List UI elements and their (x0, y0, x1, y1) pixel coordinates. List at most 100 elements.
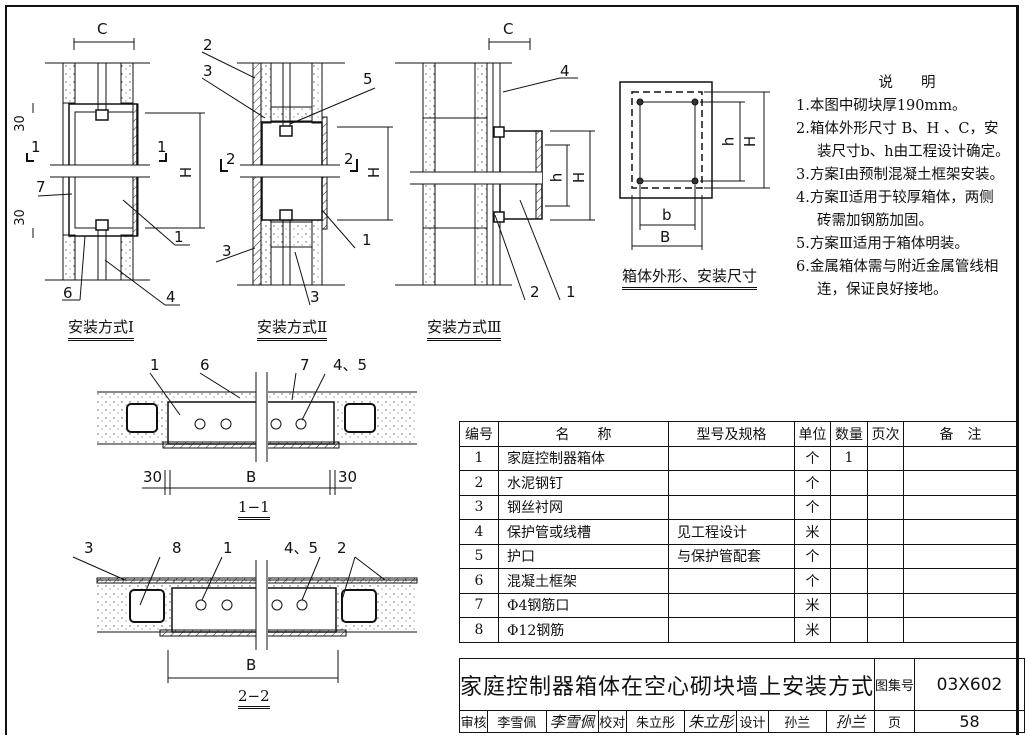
cell-spec (668, 568, 795, 594)
header-spec: 型号及规格 (668, 421, 795, 447)
note-4-cont: 砖需加钢筋加固。 (817, 213, 933, 229)
method1-callout-7: 7 (36, 178, 46, 196)
method2-callout-2: 2 (203, 36, 213, 54)
note-4: 4.方案Ⅱ适用于较厚箱体，两侧 (796, 190, 994, 206)
cell-remark (903, 543, 1018, 569)
header-no: 编号 (459, 421, 499, 447)
cell-qty (830, 470, 868, 496)
method3-view (395, 38, 595, 301)
header-remark: 备 注 (903, 421, 1018, 447)
cell-name: 钢丝衬网 (498, 494, 669, 520)
section2-caption: 2−2 (238, 687, 270, 709)
note-6: 6.金属箱体需与附近金属管线相 (796, 259, 999, 275)
reviewer-name: 李雪佩 (487, 710, 547, 733)
cell-unit: 个 (794, 445, 831, 471)
cell-name: Φ12钢筋 (498, 617, 669, 643)
cell-remark (903, 519, 1018, 545)
checker-signature: 朱立彤 (684, 710, 738, 733)
method3-callout-1: 1 (566, 283, 576, 301)
cell-page (867, 568, 904, 594)
cell-spec (668, 592, 795, 618)
cell-spec (668, 445, 795, 471)
cell-spec (668, 494, 795, 520)
title-block: 家庭控制器箱体在空心砌块墙上安装方式 图集号 03X602 审核 李雪佩 李雪佩… (458, 658, 1025, 733)
cell-qty (830, 617, 868, 643)
method1-callout-1: 1 (174, 228, 184, 246)
section2-callout-1: 1 (223, 539, 233, 557)
method2-callout-3-bottom: 3 (310, 288, 320, 306)
cell-no: 7 (459, 592, 499, 618)
cell-no: 3 (459, 494, 499, 520)
header-page: 页次 (867, 421, 904, 447)
section1-callout-6: 6 (200, 356, 210, 374)
note-2: 2.箱体外形尺寸 B、H 、C，安 (796, 121, 999, 137)
box-outline-view (619, 81, 770, 250)
note-1: 1.本图中砌块厚190mm。 (796, 98, 967, 114)
method1-caption: 安装方式Ⅰ (68, 316, 134, 341)
cell-unit: 个 (794, 470, 831, 496)
method3-dim-c: C (503, 20, 514, 38)
method1-dim-bottom-gap: 30 (12, 209, 28, 226)
section1-callout-7: 7 (300, 356, 310, 374)
design-label: 设计 (736, 710, 769, 733)
note-6-cont: 连，保证良好接地。 (817, 282, 948, 298)
method2-section-mark-left: 2 (226, 150, 236, 168)
box-outline-caption: 箱体外形、安装尺寸 (622, 265, 758, 290)
cell-page (867, 543, 904, 569)
cell-unit: 个 (794, 494, 831, 520)
section2-callout-4-5: 4、5 (284, 539, 319, 557)
cell-page (867, 519, 904, 545)
cell-remark (903, 494, 1018, 520)
cell-no: 2 (459, 470, 499, 496)
cell-spec: 见工程设计 (668, 519, 795, 545)
method1-callout-4: 4 (166, 288, 176, 306)
cell-page (867, 470, 904, 496)
cell-unit: 米 (794, 617, 831, 643)
cell-no: 6 (459, 568, 499, 594)
method1-view (26, 38, 205, 306)
method1-section-mark-left: 1 (31, 138, 41, 156)
drawing-frame (5, 5, 1019, 735)
cell-remark (903, 470, 1018, 496)
method1-callout-6: 6 (63, 284, 73, 302)
cell-remark (903, 617, 1018, 643)
cell-page (867, 592, 904, 618)
cell-name: 水泥钢钉 (498, 470, 669, 496)
box-dim-b-inner: b (662, 206, 672, 224)
cell-no: 4 (459, 519, 499, 545)
atlas-number: 03X602 (914, 658, 1025, 711)
page-number: 58 (914, 710, 1025, 733)
section1-dim-left-gap: 30 (143, 468, 163, 486)
box-dim-b-total: B (660, 228, 671, 246)
cell-spec (668, 470, 795, 496)
box-dim-h-inner: h (719, 136, 738, 147)
check-label: 校对 (597, 710, 627, 733)
cell-no: 8 (459, 617, 499, 643)
note-5: 5.方案Ⅲ适用于箱体明装。 (796, 236, 969, 252)
cell-no: 5 (459, 543, 499, 569)
header-qty: 数量 (830, 421, 868, 447)
section2-callout-2: 2 (337, 539, 347, 557)
section-1-1-view (97, 372, 417, 495)
method2-callout-1: 1 (362, 231, 372, 249)
method3-dim-h-total: H (570, 171, 589, 184)
atlas-label: 图集号 (874, 658, 916, 711)
cell-page (867, 494, 904, 520)
method2-callout-5: 5 (363, 70, 373, 88)
method3-callout-4: 4 (560, 62, 570, 80)
section2-dim-b: B (246, 656, 257, 674)
cell-remark (903, 592, 1018, 618)
cell-spec (668, 617, 795, 643)
review-label: 审核 (458, 710, 489, 733)
cell-qty (830, 494, 868, 520)
method1-section-mark-right: 1 (157, 138, 167, 156)
cell-unit: 个 (794, 543, 831, 569)
notes-panel: 说明 1.本图中砌块厚190mm。 2.箱体外形尺寸 B、H 、C，安 装尺寸b… (796, 72, 1025, 302)
method2-view (201, 51, 393, 306)
